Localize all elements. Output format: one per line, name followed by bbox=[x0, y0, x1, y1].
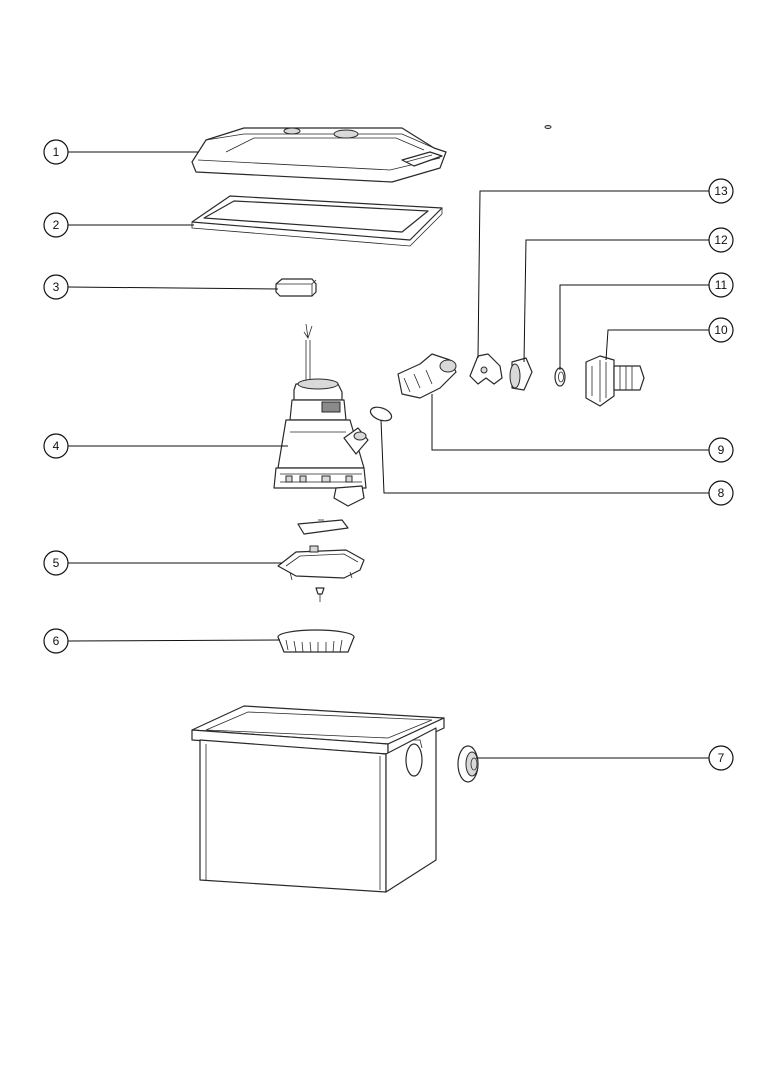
callout-label: 12 bbox=[714, 233, 728, 247]
leader-lines bbox=[67, 151, 709, 759]
part-elbow-fitting bbox=[397, 353, 457, 399]
callout-10: 10 bbox=[708, 317, 734, 343]
part-gasket-frame bbox=[191, 195, 443, 247]
part-bulkhead-fitting bbox=[457, 745, 479, 783]
callout-label: 8 bbox=[718, 486, 725, 500]
callout-label: 4 bbox=[53, 439, 60, 453]
callout-5: 5 bbox=[43, 550, 69, 576]
part-o-ring bbox=[369, 406, 393, 422]
part-tank bbox=[191, 705, 445, 893]
callout-7: 7 bbox=[708, 745, 734, 771]
callout-label: 9 bbox=[718, 443, 725, 457]
callout-11: 11 bbox=[708, 272, 734, 298]
callout-label: 3 bbox=[53, 280, 60, 294]
callout-label: 11 bbox=[715, 278, 728, 292]
part-lid bbox=[191, 125, 552, 183]
callout-8: 8 bbox=[708, 480, 734, 506]
callout-4: 4 bbox=[43, 433, 69, 459]
part-small-ring bbox=[554, 367, 566, 387]
part-impeller-assembly bbox=[277, 519, 365, 602]
callout-label: 6 bbox=[53, 634, 60, 648]
callout-label: 7 bbox=[718, 751, 725, 765]
callout-label: 5 bbox=[53, 556, 60, 570]
callout-13: 13 bbox=[708, 178, 734, 204]
part-strainer bbox=[277, 629, 355, 653]
callout-9: 9 bbox=[708, 437, 734, 463]
callout-label: 2 bbox=[53, 218, 60, 232]
part-clip bbox=[469, 353, 503, 385]
part-bushing bbox=[509, 357, 533, 391]
callout-2: 2 bbox=[43, 212, 69, 238]
part-pump bbox=[273, 323, 369, 507]
part-small-block bbox=[275, 278, 317, 297]
callout-12: 12 bbox=[708, 227, 734, 253]
callout-6: 6 bbox=[43, 628, 69, 654]
callout-label: 1 bbox=[53, 145, 60, 159]
part-threaded-connector bbox=[585, 355, 645, 407]
callout-3: 3 bbox=[43, 274, 69, 300]
callout-label: 13 bbox=[714, 184, 728, 198]
callout-1: 1 bbox=[43, 139, 69, 165]
callout-label: 10 bbox=[714, 323, 728, 337]
